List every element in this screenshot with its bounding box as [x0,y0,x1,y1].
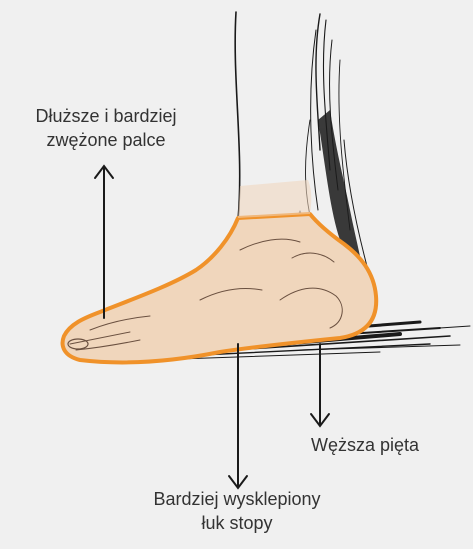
label-heel-line1: Węższa pięta [280,433,450,457]
label-toes-line2: zwężone palce [6,128,206,152]
foot-shape [63,214,377,362]
arrow-heel [311,344,329,426]
arrow-arch [229,344,247,488]
label-toes: Dłuższe i bardziej zwężone palce [6,104,206,152]
label-arch: Bardziej wysklepiony łuk stopy [112,487,362,535]
label-arch-line2: łuk stopy [112,511,362,535]
ankle-fill [238,180,311,218]
label-arch-line1: Bardziej wysklepiony [112,487,362,511]
arrow-toes [95,166,113,318]
label-heel: Węższa pięta [280,433,450,457]
label-toes-line1: Dłuższe i bardziej [6,104,206,128]
